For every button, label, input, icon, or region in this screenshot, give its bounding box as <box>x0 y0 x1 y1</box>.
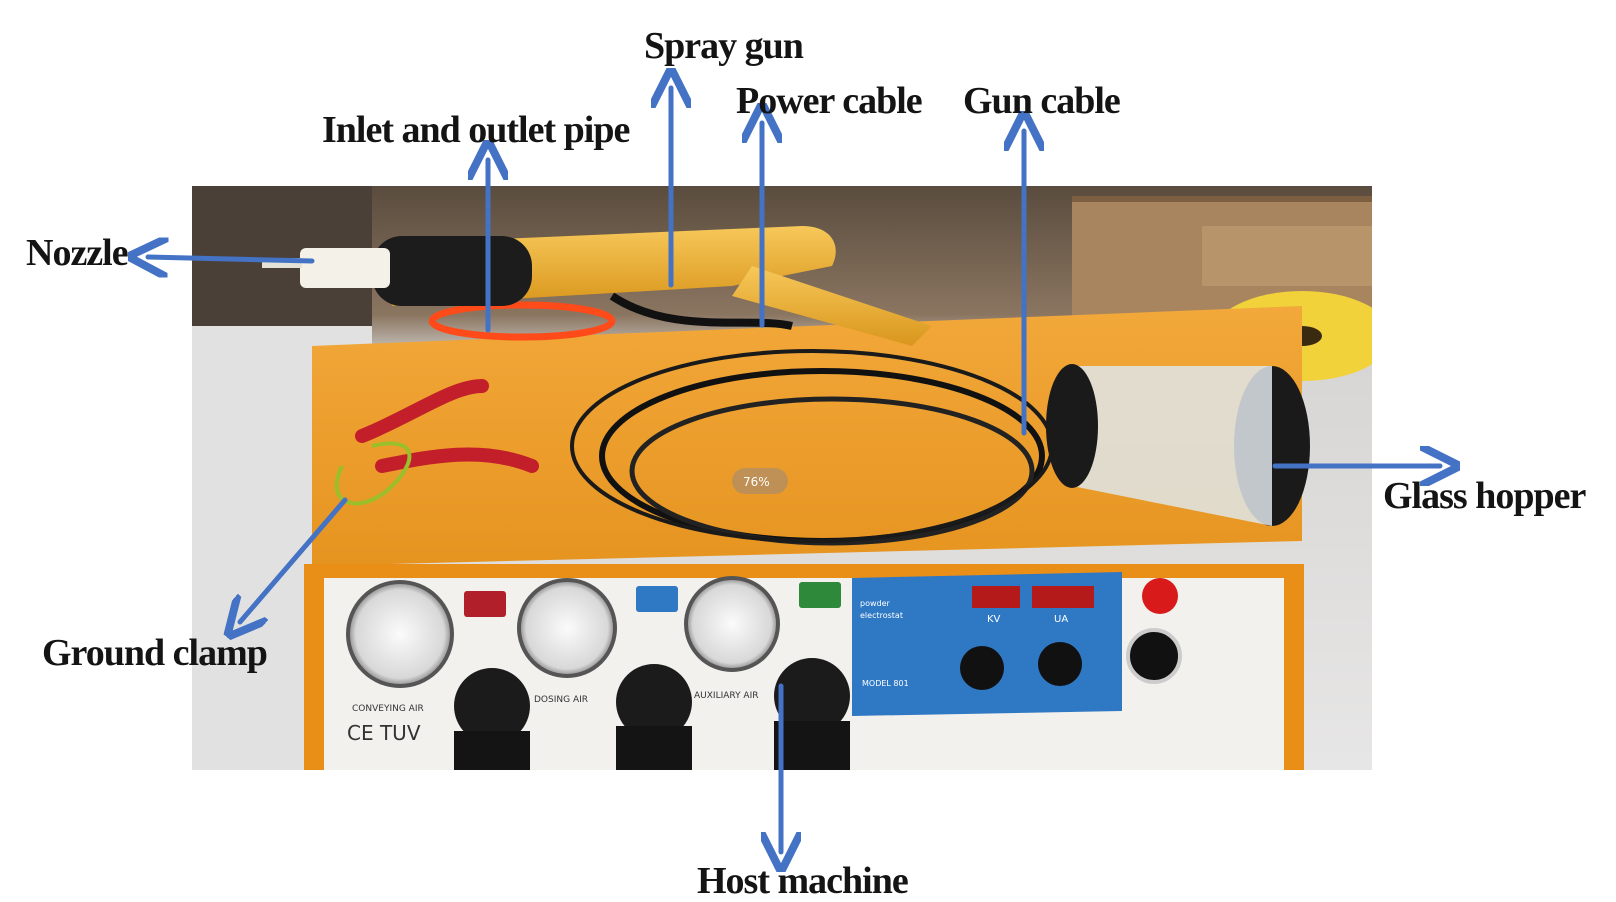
label-inlet-outlet-pipe: Inlet and outlet pipe <box>322 109 630 151</box>
label-host-machine: Host machine <box>697 860 909 902</box>
gauge-conveying-air <box>346 580 454 688</box>
zoom-badge-text: 76% <box>743 475 770 489</box>
label-ground-clamp: Ground clamp <box>42 632 268 674</box>
product-photo: KV UA powder electrostat MODEL 801 CONVE… <box>192 186 1372 770</box>
ground-clamp-red-jaw <box>355 379 489 443</box>
glass-hopper-body <box>1072 366 1272 526</box>
inlet-outlet-pipe <box>428 301 616 341</box>
label-nozzle: Nozzle <box>26 232 129 274</box>
label-gun-cable: Gun cable <box>963 80 1121 122</box>
zoom-badge <box>732 468 788 494</box>
air-knob-1 <box>454 668 530 744</box>
air-knob-3 <box>774 658 850 734</box>
indicator-green <box>799 582 841 608</box>
panel-text-electrostat: electrostat <box>860 611 903 620</box>
ground-clamp-wire <box>334 441 412 506</box>
display-label-kv: KV <box>987 614 1001 625</box>
gauge-label-auxiliary: AUXILIARY AIR <box>694 691 759 701</box>
panel-text-powder: powder <box>860 599 891 608</box>
indicator-blue <box>636 586 678 612</box>
label-spray-gun: Spray gun <box>644 25 804 67</box>
gauge-label-conveying: CONVEYING AIR <box>352 704 424 714</box>
control-knob-kv <box>960 646 1004 690</box>
label-power-cable: Power cable <box>736 80 923 122</box>
gauge-label-dosing: DOSING AIR <box>534 695 588 705</box>
ce-tuv-marks: CE TUV <box>347 721 421 745</box>
power-cable <box>609 292 793 330</box>
red-power-button <box>1142 578 1178 614</box>
panel-text-model: MODEL 801 <box>862 679 909 688</box>
spray-gun-handle <box>732 266 932 346</box>
spray-gun-grip-ring <box>372 236 532 306</box>
indicator-red <box>464 591 506 617</box>
air-knob-2 <box>616 664 692 740</box>
gauge-dosing-air <box>517 578 617 678</box>
label-glass-hopper: Glass hopper <box>1383 475 1586 517</box>
control-knob-ua <box>1038 642 1082 686</box>
nozzle <box>300 248 390 288</box>
display-label-ua: UA <box>1054 614 1068 625</box>
power-switch-knob <box>1126 628 1182 684</box>
gauge-auxiliary-air <box>684 576 780 672</box>
machine-top <box>312 306 1302 566</box>
